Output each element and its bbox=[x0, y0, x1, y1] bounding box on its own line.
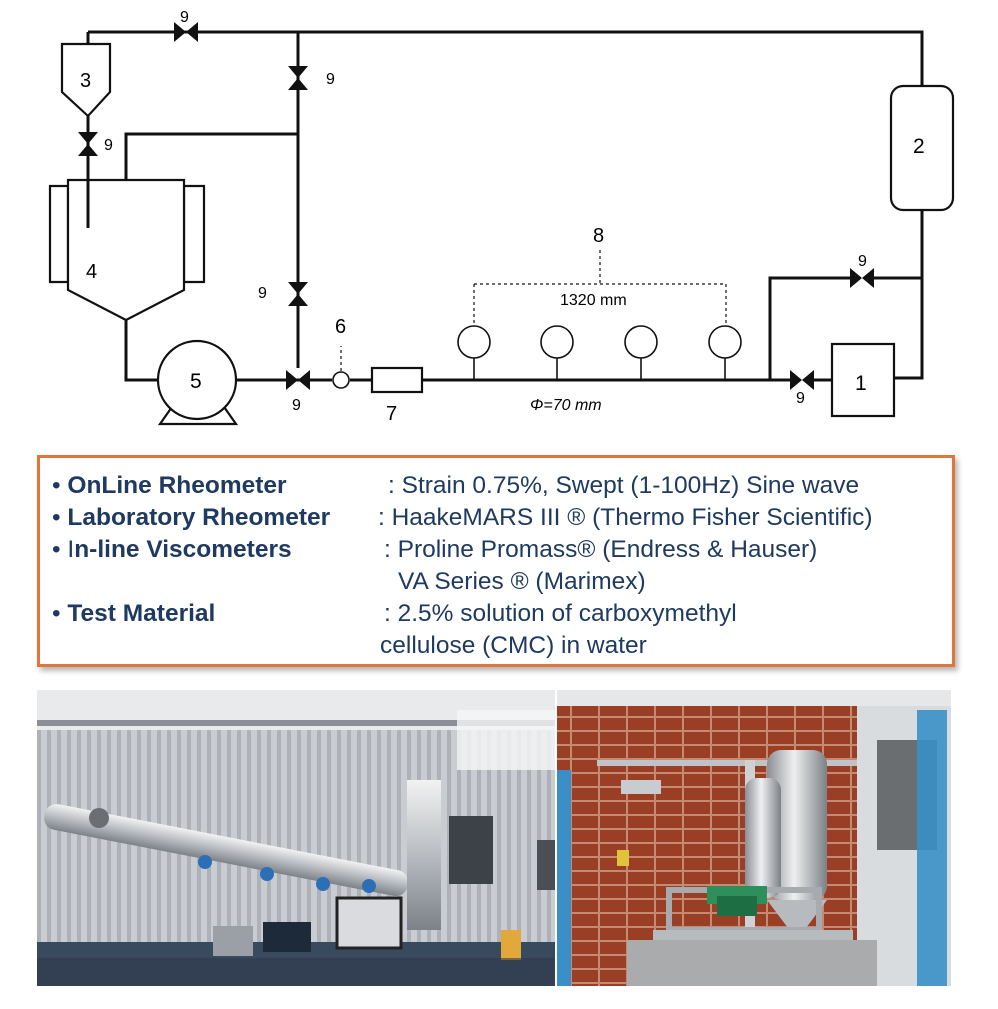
hopper-3: 3 bbox=[60, 42, 112, 118]
pump-5: 5 bbox=[156, 339, 239, 426]
lab-photo-indoor bbox=[37, 690, 555, 986]
svg-text:9: 9 bbox=[104, 137, 113, 154]
valves: 9 9 9 9 9 9 9 bbox=[78, 9, 874, 414]
spacing-label: 1320 mm bbox=[560, 292, 627, 309]
spec-value: : HaakeMARS III ® (Thermo Fisher Scienti… bbox=[378, 504, 873, 531]
vessel-2: 2 bbox=[889, 84, 955, 212]
tank-4: 4 bbox=[48, 178, 206, 322]
spec-value-continued: cellulose (CMC) in water bbox=[380, 632, 647, 659]
unit-1: 1 bbox=[830, 342, 896, 418]
diameter-label: Φ=70 mm bbox=[530, 397, 602, 414]
spec-key: • Test Material bbox=[52, 600, 216, 627]
spec-key: • Laboratory Rheometer bbox=[52, 504, 331, 531]
rheometers-8: 8 1320 mm bbox=[457, 225, 742, 380]
spec-key: • OnLine Rheometer bbox=[52, 472, 287, 499]
lab-photo-outdoor bbox=[557, 690, 951, 986]
pipe-network bbox=[86, 30, 924, 382]
svg-text:1: 1 bbox=[855, 372, 867, 395]
spec-value: : Proline Promass® (Endress & Hauser) bbox=[384, 536, 818, 563]
svg-text:4: 4 bbox=[86, 261, 97, 283]
svg-text:9: 9 bbox=[258, 285, 267, 302]
svg-text:2: 2 bbox=[913, 135, 925, 158]
element-7: 7 bbox=[370, 366, 424, 425]
svg-text:7: 7 bbox=[386, 403, 397, 425]
spec-value: : 2.5% solution of carboxymethyl bbox=[384, 600, 737, 627]
specifications-box: • OnLine Rheometer : Strain 0.75%, Swept… bbox=[37, 455, 955, 667]
svg-text:9: 9 bbox=[796, 390, 805, 407]
spec-value-continued: VA Series ® (Marimex) bbox=[398, 568, 646, 595]
svg-text:9: 9 bbox=[292, 397, 301, 414]
svg-text:8: 8 bbox=[593, 225, 604, 247]
svg-text:5: 5 bbox=[190, 370, 202, 393]
spec-value: : Strain 0.75%, Swept (1-100Hz) Sine wav… bbox=[388, 472, 860, 499]
svg-text:9: 9 bbox=[858, 253, 867, 270]
spec-key: • In-line Viscometers bbox=[52, 536, 292, 563]
sensor-6: 6 bbox=[332, 316, 350, 389]
svg-text:9: 9 bbox=[180, 9, 189, 26]
flow-loop-schematic: 3 4 5 2 1 6 7 8 1320 mm bbox=[48, 9, 955, 426]
svg-text:3: 3 bbox=[80, 70, 91, 92]
svg-text:9: 9 bbox=[326, 71, 335, 88]
svg-text:6: 6 bbox=[335, 316, 346, 338]
